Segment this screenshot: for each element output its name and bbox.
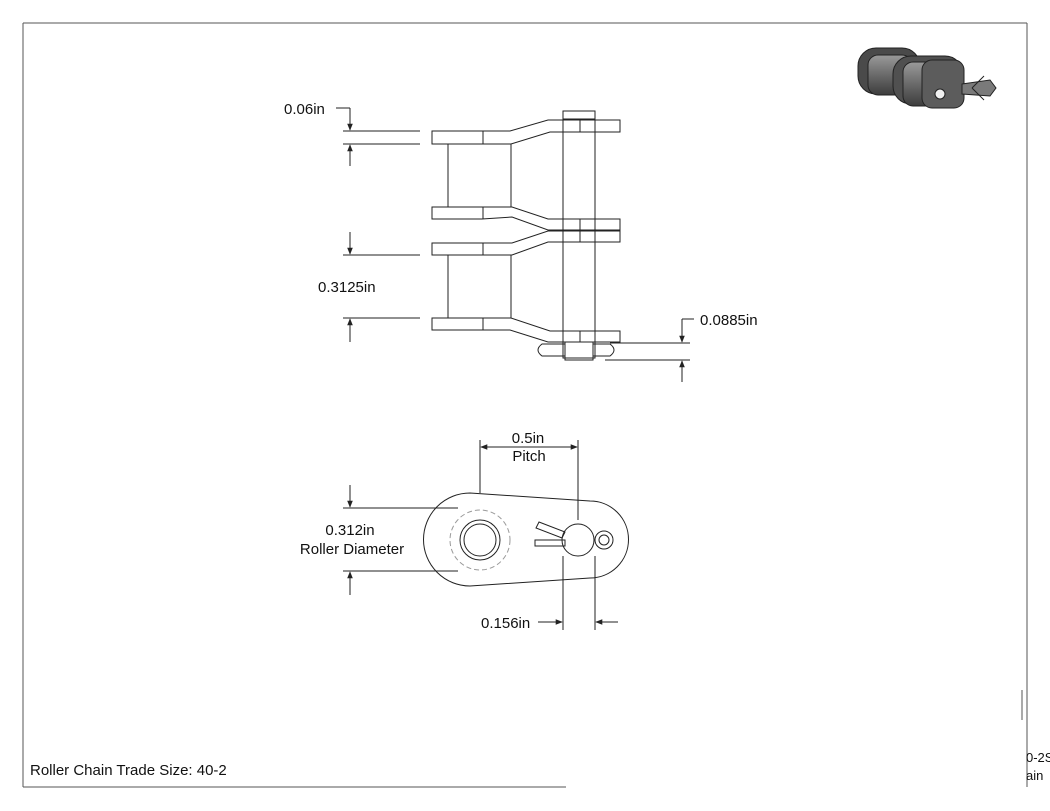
sheet-border [22,22,1028,788]
inner-width-label: 0.3125in [318,279,376,296]
isometric-chain-thumbnail [857,47,997,109]
plate-thickness-label: 0.06in [284,101,325,118]
pin-extension-label: 0.0885in [700,312,758,329]
trade-size-title: Roller Chain Trade Size: 40-2 [30,762,227,779]
pitch-label: Pitch [512,448,545,465]
cut-label-line1: 0-2S [1026,750,1050,765]
side-view [431,110,621,361]
roller-diameter-label: Roller Diameter [300,541,404,558]
side-view-dimensions [336,107,694,382]
pitch-value-label: 0.5in [512,430,545,447]
front-view [423,492,629,587]
front-view-dimensions [343,440,618,630]
cut-label-line2: ain [1026,768,1043,783]
roller-diameter-value: 0.312in [325,522,374,539]
pin-diameter-label: 0.156in [481,615,530,632]
